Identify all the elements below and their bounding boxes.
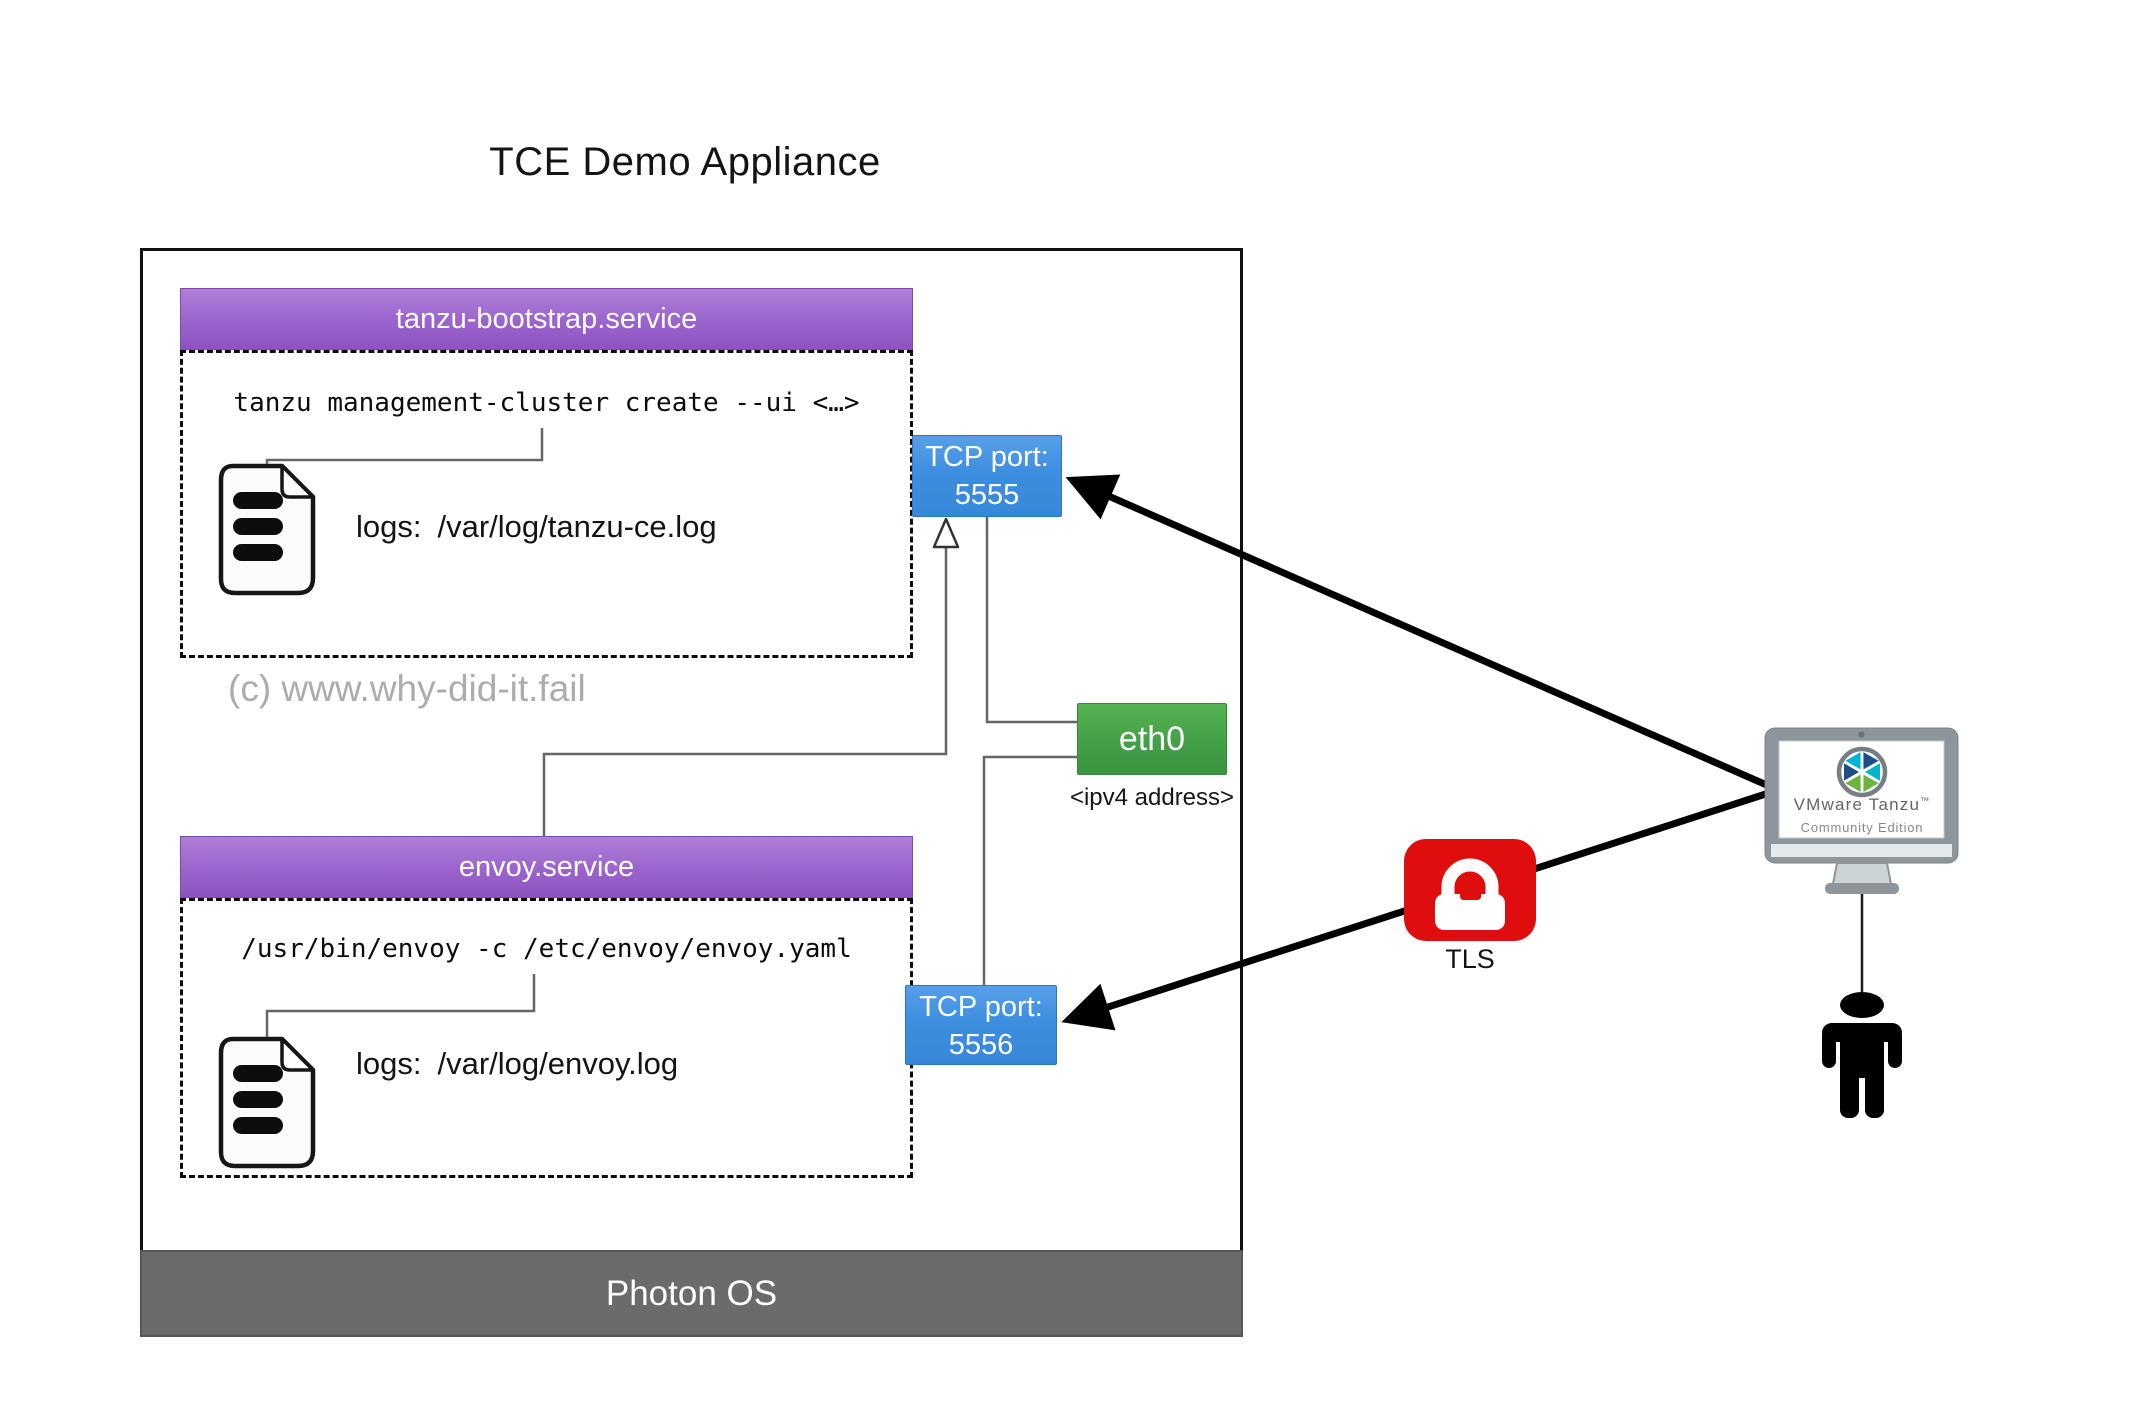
port-number: 5556: [948, 1029, 1014, 1061]
client-brand-text: VMware Tanzu™: [1793, 795, 1931, 814]
logs-label: logs:: [356, 1046, 422, 1081]
watermark-text: (c) www.why-did-it.fail: [228, 668, 586, 709]
port-number: 5555: [954, 479, 1020, 511]
eth0-box: eth0: [1077, 703, 1227, 775]
camera-dot-icon: [1858, 731, 1865, 738]
tanzu-command-text: tanzu management-cluster create --ui <…>: [233, 388, 860, 418]
port-label: TCP port:: [925, 441, 1049, 473]
monitor-stand: [1831, 862, 1893, 885]
envoy-command-text: /usr/bin/envoy -c /etc/envoy/envoy.yaml: [241, 934, 852, 964]
envoy-logs-text: logs: /var/log/envoy.log: [356, 1046, 678, 1082]
user-icon: [1822, 992, 1902, 1118]
ipv4-address-text: <ipv4 address>: [1069, 784, 1235, 811]
tls-lock-icon: [1404, 839, 1536, 941]
logs-path: /var/log/tanzu-ce.log: [437, 509, 717, 544]
trademark: ™: [1920, 795, 1931, 806]
logs-label: logs:: [356, 509, 422, 544]
service-header-envoy: envoy.service: [180, 836, 913, 898]
vmware-tanzu-logo-icon: [1836, 746, 1888, 798]
service-header-tanzu-bootstrap: tanzu-bootstrap.service: [180, 288, 913, 350]
client-edition-text: Community Edition: [1800, 820, 1924, 835]
photon-os-bar: Photon OS: [140, 1250, 1243, 1337]
logs-path: /var/log/envoy.log: [437, 1046, 679, 1081]
port-label: TCP port:: [919, 991, 1043, 1023]
tcp-port-5555-box: TCP port: 5555: [912, 435, 1062, 517]
monitor-base: [1825, 883, 1899, 894]
tls-label: TLS: [1445, 944, 1495, 974]
tanzu-logs-text: logs: /var/log/tanzu-ce.log: [356, 509, 717, 545]
diagram-title: TCE Demo Appliance: [489, 140, 881, 184]
tcp-port-5556-box: TCP port: 5556: [905, 985, 1057, 1065]
